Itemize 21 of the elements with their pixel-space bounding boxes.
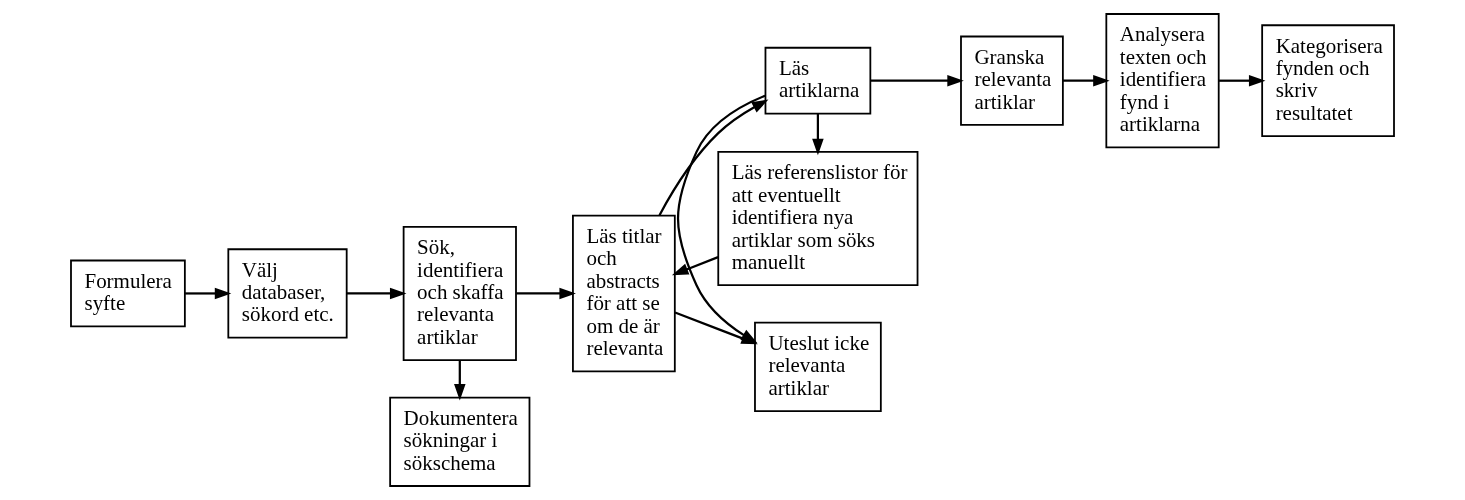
node-box: Läs referenslistor för att eventuellt identifiera nya artiklar som söks manuellt [717,150,919,287]
node-box: Läs artiklarna [764,46,872,115]
arrow [1219,74,1266,87]
arrow [185,287,232,300]
arrow [346,287,407,300]
arrow [516,287,576,300]
node-box: Läs titlar och abstracts för att se om de är relevanta [572,214,676,373]
arrow [671,256,719,276]
node-box: Sök, identifiera och skaffa relevanta artiklar [402,225,517,362]
arrow [454,360,466,401]
arrow [812,114,824,156]
node-box: Formulera syfte [70,259,186,328]
node-box: Granska relevanta artiklar [960,35,1064,126]
arrow [1063,74,1110,87]
node-box: Dokumentera sökningar i sökschema [389,396,531,487]
node-box: Uteslut icke relevanta artiklar [754,321,882,412]
node-box: Välj databaser, sökord etc. [227,248,348,339]
node-box: Kategorisera fynden och skriv resultatet [1261,24,1395,138]
node-box: Analysera texten och identifiera fynd i artiklarna [1105,13,1220,149]
arrow [658,99,769,216]
arrow [870,74,964,87]
